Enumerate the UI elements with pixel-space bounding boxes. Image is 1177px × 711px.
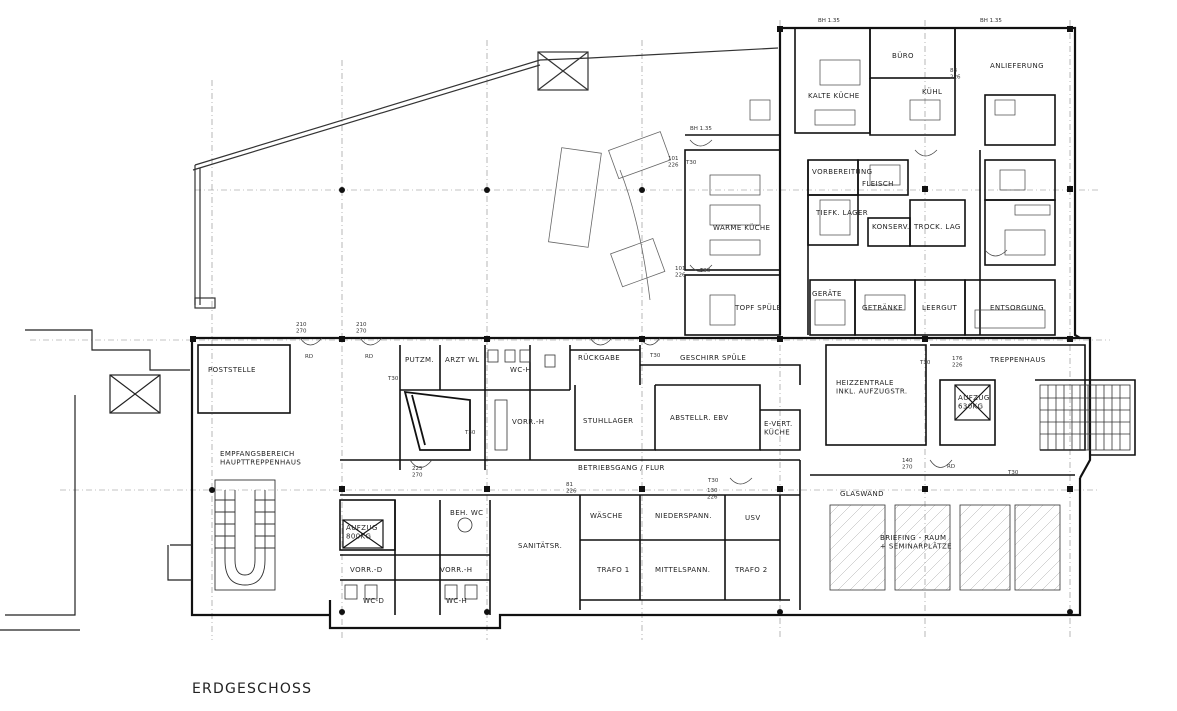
- room-label-rueckgabe: RÜCKGABE: [578, 353, 620, 362]
- fire-door-tag: T30: [919, 360, 931, 366]
- room-label-glaswand: GLASWAND: [840, 490, 884, 498]
- room-label-betriebsgang: BETRIEBSGANG / FLUR: [578, 464, 665, 472]
- atrium-furniture: [548, 131, 672, 301]
- room-label-wc-h: WC-H: [510, 366, 531, 374]
- room-label-vorr-h: VORR.-H: [440, 566, 472, 574]
- fire-door-tag: T30: [464, 430, 476, 436]
- room-labels: BÜRO ANLIEFERUNG KALTE KÜCHE KÜHL WARME …: [208, 51, 1046, 605]
- room-label-wc-d: WC-D: [363, 597, 384, 605]
- angled-wall: [403, 390, 471, 451]
- room-label-vorr-d: VORR.-D: [350, 566, 383, 574]
- room-label-niederspann: NIEDERSPANN.: [655, 512, 712, 520]
- room-label-leergut: LEERGUT: [922, 304, 958, 312]
- bh-label-left: BH 1.35: [818, 18, 840, 24]
- room-label-usv: USV: [745, 514, 761, 522]
- fire-door-tag: T30: [685, 160, 697, 166]
- entrance-annex: [0, 329, 192, 631]
- bh-label-right: BH 1.35: [980, 18, 1002, 24]
- interior-walls: [197, 344, 1136, 615]
- room-label-kalte-kueche: KALTE KÜCHE: [808, 91, 860, 100]
- room-label-konserven: KONSERV.: [872, 223, 910, 231]
- room-label-evert: E-VERT.KÜCHE: [764, 420, 793, 436]
- smoke-door-tag: RD: [365, 354, 373, 360]
- room-label-trafo1: TRAFO 1: [596, 566, 630, 574]
- columns: [190, 26, 1073, 615]
- room-label-trockenlager: TROCK. LAG: [913, 223, 961, 231]
- fire-door-tag: T30: [1007, 470, 1019, 476]
- room-label-wasche: WÄSCHE: [590, 511, 623, 520]
- bh-label-kitchen: BH 1.35: [690, 126, 712, 132]
- room-label-tiefkuehl: TIEFK. LAGER: [815, 209, 868, 217]
- room-label-beh-wc: BEH. WC: [450, 509, 483, 517]
- sanitary-fixtures: [344, 349, 556, 600]
- kitchen-equipment: [709, 59, 1051, 329]
- room-label-warme-kueche: WARME KÜCHE: [713, 223, 770, 232]
- briefing-seating: [829, 504, 1061, 591]
- room-label-wc-h2: WC-H: [446, 597, 467, 605]
- fire-door-tag: T30: [707, 478, 719, 484]
- stair-right: [1039, 384, 1131, 451]
- fire-door-tag: T30: [699, 268, 711, 274]
- room-label-geschirrspuele: GESCHIRR SPÜLE: [680, 353, 746, 362]
- room-label-fleisch: FLEISCH: [862, 180, 894, 188]
- room-label-arzt: ARZT WL: [445, 356, 480, 364]
- room-label-buero: BÜRO: [892, 51, 914, 60]
- room-label-anlieferung: ANLIEFERUNG: [990, 62, 1044, 70]
- door-swings: [299, 139, 1008, 485]
- room-label-stuhllager: STUHLLAGER: [583, 417, 633, 425]
- room-label-topfspuele: TOPF SPÜLE: [734, 303, 781, 312]
- main-staircase: [214, 479, 276, 591]
- room-label-briefing: BRIEFING - RAUM+ SEMINARPLÄTZE: [880, 534, 952, 550]
- room-label-poststelle: POSTSTELLE: [208, 366, 256, 374]
- plan-title: ERDGESCHOSS: [192, 681, 313, 697]
- room-label-kuehl: KÜHL: [922, 87, 942, 96]
- room-label-vorr-h-top: VORR.-H: [512, 418, 544, 426]
- room-label-getraenke: GETRÄNKE: [862, 303, 903, 312]
- room-label-treppenhaus: TREPPENHAUS: [989, 356, 1046, 364]
- fire-door-tag: T30: [387, 376, 399, 382]
- room-label-abstellraum: ABSTELLR. EBV: [670, 414, 728, 422]
- room-label-trafo2: TRAFO 2: [734, 566, 768, 574]
- smoke-door-tag: RD: [947, 464, 955, 470]
- annotations: BH 1.35 BH 1.35 BH 1.35 T30 T30 T30 T30 …: [296, 18, 1019, 501]
- kitchen-walls: [684, 27, 1056, 336]
- fire-door-tag: T30: [649, 353, 661, 359]
- room-label-vorbereitung: VORBEREITUNG: [812, 168, 872, 176]
- room-label-mittelspann: MITTELSPANN.: [655, 566, 710, 574]
- room-label-entsorgung: ENTSORGUNG: [990, 304, 1044, 312]
- room-label-putzm: PUTZM.: [405, 356, 434, 364]
- room-label-geraete: GERÄTE: [812, 289, 842, 298]
- smoke-door-tag: RD: [305, 354, 313, 360]
- room-label-sanitaets: SANITÄTSR.: [518, 541, 562, 550]
- elevators: [342, 384, 991, 549]
